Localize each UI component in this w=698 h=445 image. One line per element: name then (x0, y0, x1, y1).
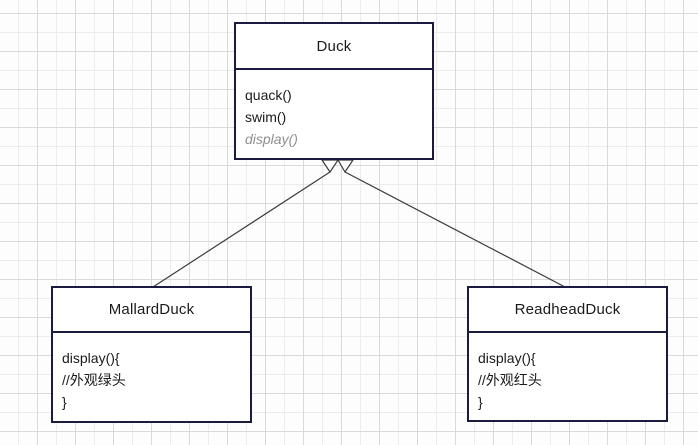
class-member: display(){ (62, 350, 120, 366)
class-title: Duck (236, 24, 432, 70)
class-title: ReadheadDuck (469, 288, 666, 333)
class-member: swim() (245, 109, 287, 125)
class-member: display() (245, 131, 298, 147)
generalization-line-readheadduck-to-duck[interactable] (344, 171, 566, 288)
class-box-duck[interactable]: Duck quack() swim() display() (234, 22, 434, 160)
class-box-readheadduck[interactable]: ReadheadDuck display(){ //外观红头 } (467, 286, 668, 422)
class-member: } (478, 394, 483, 410)
class-title: MallardDuck (53, 288, 250, 333)
hollow-triangle-arrowhead-icon[interactable] (320, 159, 340, 174)
class-member: //外观红头 (478, 372, 542, 388)
class-members: quack() swim() display() (236, 70, 432, 150)
class-member: quack() (245, 87, 292, 103)
class-member: } (62, 394, 67, 410)
generalization-line-mallardduck-to-duck[interactable] (152, 171, 331, 288)
hollow-triangle-arrowhead-icon[interactable] (336, 159, 355, 174)
class-member: //外观绿头 (62, 372, 126, 388)
class-box-mallardduck[interactable]: MallardDuck display(){ //外观绿头 } (51, 286, 252, 423)
class-members: display(){ //外观绿头 } (53, 333, 250, 413)
class-members: display(){ //外观红头 } (469, 333, 666, 413)
class-member: display(){ (478, 350, 536, 366)
